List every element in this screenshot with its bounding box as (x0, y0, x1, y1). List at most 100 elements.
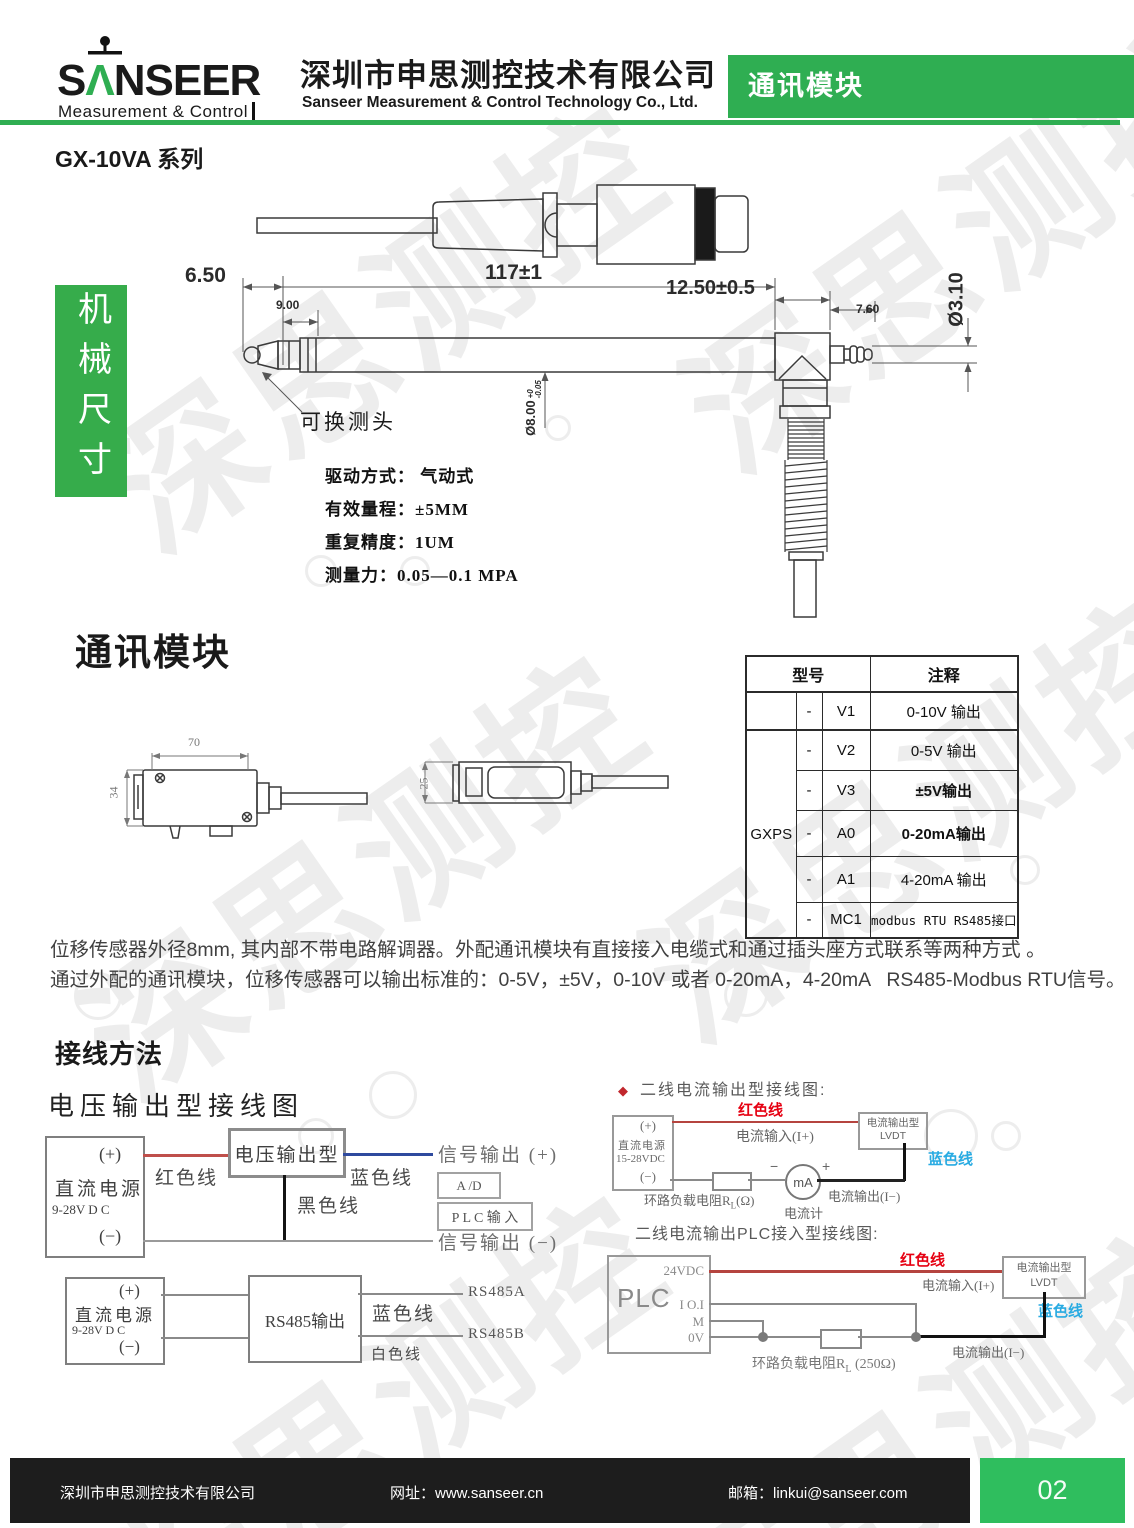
row-note: 0-20mA输出 (869, 809, 1019, 857)
dim-fitting: 12.50±0.5 (666, 277, 755, 299)
brand-accent: Λ (85, 56, 114, 105)
psu-link-wire (161, 1294, 248, 1296)
spec-list: 驱动方式： 气动式 有效量程：±5MM 重复精度：1UM 测量力：0.05—0.… (325, 460, 519, 592)
io-wire (709, 1303, 917, 1305)
spec-line: 测量力：0.05—0.1 MPA (325, 566, 519, 585)
current-out-label-2: 电流输出(I−) (952, 1345, 1025, 1360)
dim-body-length: 117±1 (485, 261, 543, 284)
loop-resistor-label-2: 环路负载电阻RL (250Ω) (752, 1357, 896, 1375)
footer-company: 深圳市申思测控技术有限公司 (60, 1485, 256, 1502)
terminal-24vdc: 24VDC (663, 1263, 704, 1278)
col-header-note: 注释 (869, 655, 1019, 693)
lvdt-line2: LVDT (1030, 1277, 1058, 1289)
watermark-ring (991, 1121, 1021, 1151)
junction-dot (758, 1332, 768, 1342)
black-wire-2 (903, 1143, 906, 1181)
lvdt-line1: 电流输出型 (866, 1117, 920, 1129)
red-wire-3 (709, 1270, 1002, 1273)
minus-sign: − (770, 1158, 779, 1174)
row-note: 0-5V 输出 (869, 729, 1019, 771)
blue-wire (343, 1153, 433, 1156)
current-diagram-title-text: 二线电流输出型接线图: (640, 1082, 827, 1099)
row-dash: - (795, 855, 823, 903)
red-wire-label-3: 红色线 (900, 1252, 946, 1269)
psu-plus: (+) (119, 1281, 140, 1300)
rs485b-wire (358, 1335, 463, 1337)
terminal-io: I O.I (679, 1297, 704, 1312)
psu-minus: (−) (119, 1337, 140, 1356)
module-dim-height: 34 (106, 786, 121, 799)
description-line1: 位移传感器外径8mm, 其内部不带电路解调器。外配通讯模块有直接接入电缆式和通过… (50, 939, 1046, 961)
psu-minus: (−) (640, 1169, 656, 1184)
lvdt-box: 电流输出型 LVDT (858, 1112, 928, 1150)
table-row: - A1 4-20mA 输出 (746, 855, 1019, 903)
terminal-m: M (692, 1314, 704, 1329)
voltage-output-box: 电压输出型 (228, 1128, 346, 1178)
psu-minus: (−) (99, 1226, 122, 1246)
row-note: modbus RTU RS485接口 (869, 901, 1019, 939)
psu-plus: (+) (99, 1144, 122, 1164)
tolerance-lower: -0.05 (533, 380, 543, 399)
table-header-row: 型号 注释 (745, 655, 1019, 693)
current-diagram-title: ◆二线电流输出型接线图: (618, 1076, 826, 1100)
ad-box: A /D (437, 1172, 501, 1199)
row-code: V1 (821, 691, 871, 731)
loop-resistor-label: 环路负载电阻RL(Ω) (644, 1193, 755, 1211)
dc-power-box-2: (+) 直流电源 9-28V D C (−) (65, 1277, 165, 1365)
brand-subtitle: Measurement & Control (58, 102, 256, 122)
red-wire-label-2: 红色线 (738, 1102, 784, 1119)
page-topic-badge: 通讯模块 (728, 55, 1134, 118)
black-wire-3 (1043, 1292, 1046, 1338)
current-in-label: 电流输入(I+) (736, 1130, 814, 1145)
lvdt-line1: 电流输出型 (1016, 1262, 1072, 1274)
watermark-ring (924, 1109, 978, 1163)
series-title: GX-10VA 系列 (55, 146, 204, 172)
plc-name: PLC (617, 1283, 671, 1313)
red-wire-label: 红色线 (155, 1168, 219, 1189)
spec-line: 有效量程：±5MM (325, 500, 469, 519)
psu-plus: (+) (640, 1118, 656, 1133)
ammeter-symbol: mA (785, 1164, 821, 1200)
watermark-ring (724, 973, 768, 1017)
plus-sign: + (822, 1158, 831, 1174)
row-note: 4-20mA 输出 (869, 855, 1019, 903)
red-wire-2 (672, 1121, 858, 1123)
table-row: GXPS - V2 0-5V 输出 (745, 729, 1019, 939)
brand-logo: SΛNSEER (57, 56, 261, 106)
description-line2: 通过外配的通讯模块，位移传感器可以输出标准的：0-5V，±5V，0-10V 或者… (50, 969, 1126, 991)
col-header-model: 型号 (745, 655, 871, 693)
row-code: V3 (821, 769, 871, 811)
dim-barb: 7.60 (856, 302, 880, 316)
side-label-text: 机械尺寸 (72, 291, 111, 491)
plc-diagram-title: 二线电流输出PLC接入型接线图: (635, 1226, 879, 1243)
footer-website: 网址：www.sanseer.cn (390, 1485, 544, 1502)
watermark-ring (298, 1118, 334, 1154)
loop-wire (748, 1179, 785, 1181)
rs485-output-box: RS485输出 (248, 1275, 362, 1363)
row-code: MC1 (821, 901, 871, 939)
current-in-label-2: 电流输入(I+) (922, 1278, 995, 1293)
ammeter-label: 电流计 (784, 1206, 824, 1221)
watermark-ring (545, 415, 571, 441)
dc-power-box-3: (+) 直流电源 15-28VDC (−) (612, 1115, 674, 1191)
resistor-symbol (712, 1172, 752, 1191)
brand-part1: S (57, 56, 86, 105)
table-row: - A0 0-20mA输出 (746, 809, 1019, 857)
module-dim-width: 70 (188, 735, 200, 749)
resistor-symbol-2 (820, 1329, 862, 1349)
row-dash: - (795, 729, 823, 771)
watermark-ring (369, 1071, 417, 1119)
header-divider (0, 120, 1120, 125)
plc-box: PLC 24VDC I O.I M 0V (607, 1255, 711, 1354)
footer-bar: 深圳市申思测控技术有限公司 网址：www.sanseer.cn 邮箱：linku… (10, 1458, 970, 1523)
zero-volt-wire (858, 1336, 917, 1338)
black-wire-3h (917, 1335, 1046, 1338)
blue-wire-label-2: 蓝色线 (372, 1304, 436, 1325)
table-row: - V3 ±5V输出 (746, 769, 1019, 811)
blue-wire-label-4: 蓝色线 (1038, 1303, 1084, 1320)
rs485b-label: RS485B (468, 1326, 525, 1342)
dim-tip: 6.50 (185, 264, 226, 287)
rs485a-label: RS485A (468, 1284, 526, 1300)
row-code: A0 (821, 809, 871, 857)
